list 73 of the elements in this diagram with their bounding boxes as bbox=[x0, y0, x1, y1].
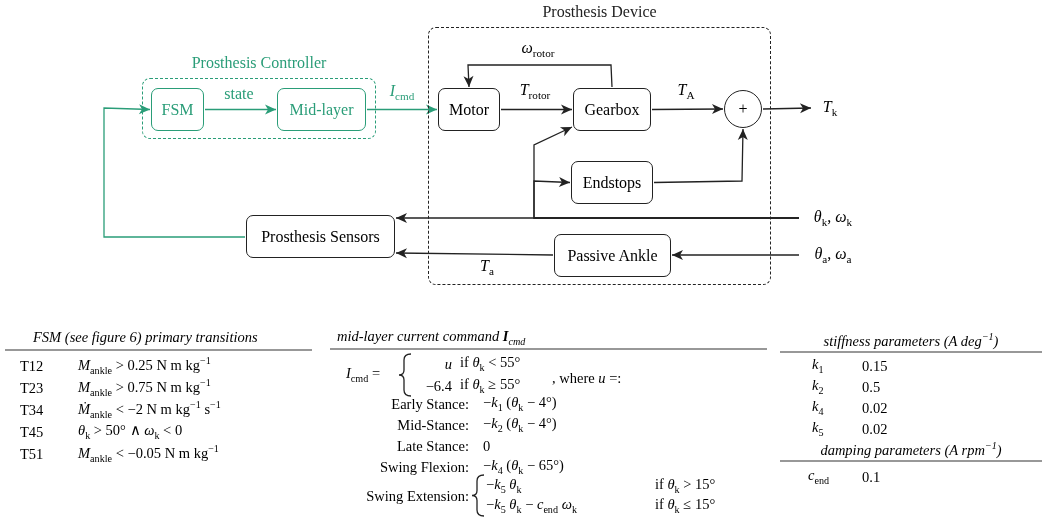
arrow bbox=[366, 104, 438, 115]
arrow bbox=[204, 104, 277, 115]
table-text: 0 bbox=[483, 438, 491, 454]
arrow bbox=[500, 104, 573, 115]
edge-label: T$_{A}$ bbox=[677, 82, 695, 102]
edge-label: T$_{rotor}$ bbox=[519, 82, 551, 102]
table-text: k$_{5}$ bbox=[812, 420, 824, 438]
table-text: k$_{2}$ bbox=[812, 378, 824, 396]
table-text: Late Stance: bbox=[396, 438, 469, 454]
table-text: u bbox=[444, 356, 452, 372]
table-text: c$_{end}$ bbox=[808, 468, 830, 486]
arrow bbox=[651, 104, 724, 115]
table-text: if θ$_{k}$ ≤ 15° bbox=[655, 497, 716, 515]
table-text: 0.02 bbox=[862, 421, 888, 437]
table-title: mid-layer current command I$_{cmd}$ bbox=[337, 329, 526, 347]
table-text: M$_{ankle}$ > 0.25 N m kg$^{−1}$ bbox=[78, 356, 211, 376]
table-text: T45 bbox=[20, 424, 44, 440]
table-title: FSM (see figure 6) primary transitions bbox=[33, 329, 258, 345]
table-text: Early Stance: bbox=[391, 396, 469, 412]
signal-label: θ$_{k}$, ω$_{k}$ bbox=[800, 206, 866, 230]
group-title: Prosthesis Device bbox=[542, 2, 657, 22]
table-text: if θ$_{k}$ < 55° bbox=[460, 355, 521, 373]
table-text: −k$_{4}$ (θ$_{k}$ − 65°) bbox=[483, 458, 564, 476]
signal-label: T$_{k}$ bbox=[812, 96, 848, 120]
process-box: Gearbox bbox=[573, 88, 651, 131]
table-text: T23 bbox=[20, 380, 44, 396]
process-box: Endstops bbox=[571, 161, 653, 204]
arrow bbox=[103, 104, 246, 238]
table-text: T51 bbox=[20, 446, 44, 462]
table-text: T12 bbox=[20, 358, 44, 374]
table-text: if θ$_{k}$ > 15° bbox=[655, 477, 716, 495]
table-text: M$_{ankle}$ < −0.05 N m kg$^{−1}$ bbox=[78, 444, 219, 464]
arrow bbox=[533, 177, 800, 219]
table-text: Swing Extension: bbox=[366, 488, 469, 504]
table-text: Mid-Stance: bbox=[397, 417, 469, 433]
table-text: −k$_{5}$ θ$_{k}$ − c$_{end}$ ω$_{k}$ bbox=[486, 497, 577, 515]
process-box: Prosthesis Sensors bbox=[246, 215, 395, 258]
summing-junction: + bbox=[724, 90, 762, 128]
process-box: FSM bbox=[151, 88, 204, 131]
edge-label: I$_{cmd}$ bbox=[389, 83, 415, 103]
table-text: 0.1 bbox=[862, 469, 881, 485]
table-text: , where u =: bbox=[552, 370, 622, 386]
arrow bbox=[395, 248, 554, 259]
table-text: Swing Flexion: bbox=[379, 459, 469, 475]
table-text: T34 bbox=[20, 402, 44, 418]
edge-label: T$_{a}$ bbox=[480, 258, 494, 278]
table-text: θ$_{k}$ > 50° ∧ ω$_{k}$ < 0 bbox=[78, 423, 183, 441]
table-text: Ṁ$_{ankle}$ < −2 N m kg$^{−1}$ s$^{−1}$ bbox=[78, 400, 221, 420]
edge-label: state bbox=[224, 86, 254, 102]
table-text: −k$_{5}$ θ$_{k}$ bbox=[486, 477, 522, 495]
group-title: Prosthesis Controller bbox=[191, 53, 327, 73]
process-box: Mid-layer bbox=[277, 88, 366, 131]
signal-label: θ$_{a}$, ω$_{a}$ bbox=[800, 243, 866, 267]
arrow bbox=[463, 64, 613, 88]
arrow bbox=[762, 103, 812, 114]
table-title: stiffness parameters (A deg$^{−1}$) bbox=[823, 331, 999, 349]
table-text: −6.4 bbox=[425, 378, 452, 394]
table-text: k$_{1}$ bbox=[812, 357, 824, 375]
table-text: I$_{cmd}$ = bbox=[346, 366, 381, 384]
arrow bbox=[653, 128, 748, 184]
edge-label: ω$_{rotor}$ bbox=[521, 40, 555, 60]
table-title: damping parameters (A rpm$^{−1}$) bbox=[820, 440, 1002, 458]
table-text: 0.02 bbox=[862, 400, 888, 416]
table-text: if θ$_{k}$ ≥ 55° bbox=[460, 377, 521, 395]
table-text: k$_{4}$ bbox=[812, 399, 824, 417]
table-text: −k$_{1}$ (θ$_{k}$ − 4°) bbox=[483, 395, 557, 413]
process-box: Passive Ankle bbox=[554, 234, 671, 277]
table-text: −k$_{2}$ (θ$_{k}$ − 4°) bbox=[483, 416, 557, 434]
table-text: 0.15 bbox=[862, 358, 888, 374]
table-text: M$_{ankle}$ > 0.75 N m kg$^{−1}$ bbox=[78, 378, 211, 398]
process-box: Motor bbox=[438, 88, 500, 131]
arrow bbox=[671, 250, 800, 260]
table-text: 0.5 bbox=[862, 379, 881, 395]
